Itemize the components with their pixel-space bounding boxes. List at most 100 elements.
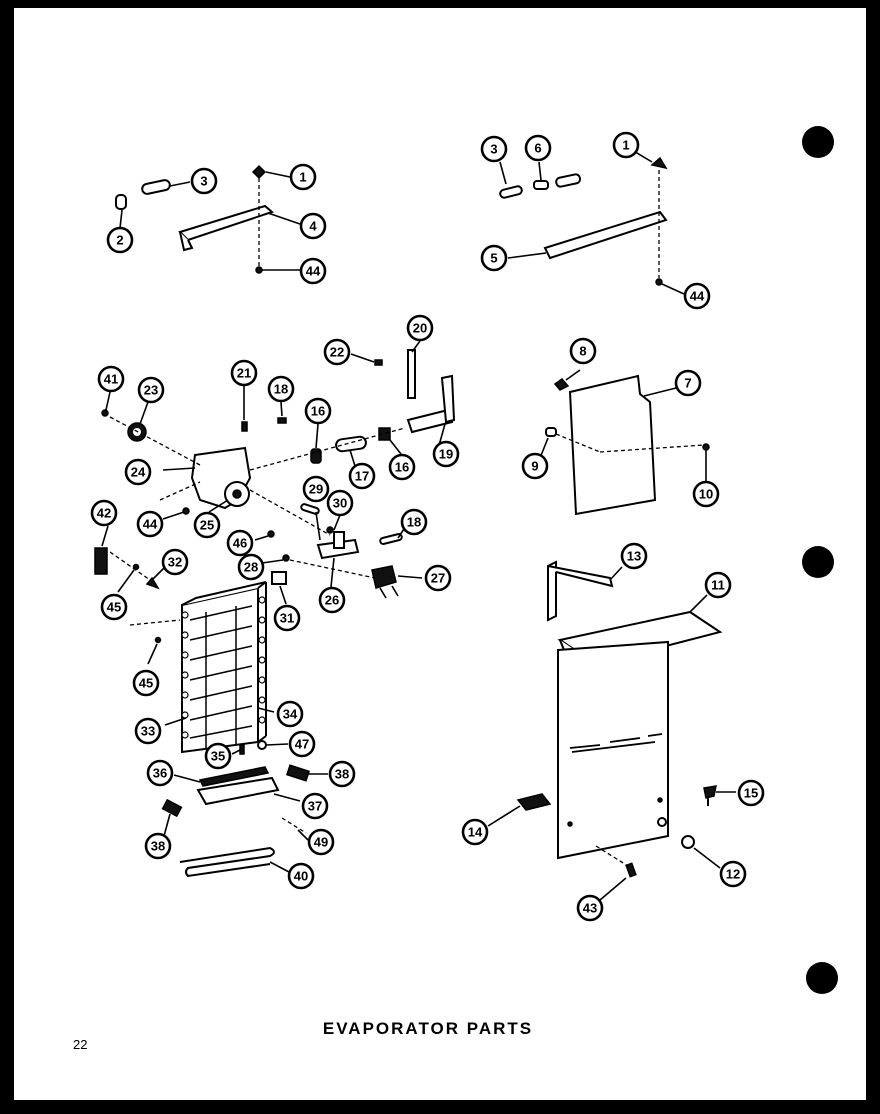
svg-text:15: 15 <box>744 786 758 801</box>
svg-text:23: 23 <box>144 383 158 398</box>
svg-text:8: 8 <box>579 344 586 359</box>
callout-34: 34 <box>276 700 304 728</box>
fan-motor-assembly <box>101 340 456 536</box>
callout-49: 49 <box>307 828 335 856</box>
callout-16: 16 <box>388 453 416 481</box>
svg-text:46: 46 <box>233 536 247 551</box>
svg-text:27: 27 <box>431 571 445 586</box>
callout-3: 3 <box>190 167 218 195</box>
svg-text:44: 44 <box>690 289 705 304</box>
callout-42: 42 <box>90 499 118 527</box>
callout-5: 5 <box>480 244 508 272</box>
callout-16: 16 <box>304 397 332 425</box>
svg-text:49: 49 <box>314 835 328 850</box>
svg-text:10: 10 <box>699 487 713 502</box>
svg-text:7: 7 <box>684 376 691 391</box>
drain-assembly <box>161 740 328 878</box>
svg-text:19: 19 <box>439 447 453 462</box>
callout-46: 46 <box>226 529 254 557</box>
binder-hole <box>802 126 834 158</box>
svg-text:16: 16 <box>311 404 325 419</box>
svg-text:37: 37 <box>308 799 322 814</box>
callout-24: 24 <box>124 458 152 486</box>
svg-text:11: 11 <box>711 578 725 593</box>
binder-hole <box>806 962 838 994</box>
evaporator-coil <box>94 525 275 754</box>
svg-text:5: 5 <box>490 251 497 266</box>
svg-text:42: 42 <box>97 506 111 521</box>
callout-22: 22 <box>323 338 351 366</box>
svg-text:28: 28 <box>244 560 258 575</box>
callout-44: 44 <box>683 282 711 310</box>
page-title: EVAPORATOR PARTS <box>323 1019 533 1038</box>
callout-14: 14 <box>461 818 489 846</box>
callout-38: 38 <box>144 832 172 860</box>
top-left-assembly <box>115 164 301 274</box>
callout-36: 36 <box>146 759 174 787</box>
callout-1: 1 <box>612 131 640 159</box>
callout-8: 8 <box>569 337 597 365</box>
svg-text:12: 12 <box>726 867 740 882</box>
callout-45: 45 <box>100 593 128 621</box>
svg-text:3: 3 <box>490 142 497 157</box>
callout-19: 19 <box>432 440 460 468</box>
svg-text:31: 31 <box>280 611 294 626</box>
callout-28: 28 <box>237 553 265 581</box>
callout-21: 21 <box>230 359 258 387</box>
svg-text:38: 38 <box>151 839 165 854</box>
callout-4: 4 <box>299 212 327 240</box>
callout-9: 9 <box>521 452 549 480</box>
callout-2: 2 <box>106 226 134 254</box>
callout-26: 26 <box>318 586 346 614</box>
callout-33: 33 <box>134 717 162 745</box>
svg-text:36: 36 <box>153 766 167 781</box>
svg-text:18: 18 <box>274 382 288 397</box>
svg-text:34: 34 <box>283 707 298 722</box>
top-right-assembly <box>499 149 685 295</box>
air-duct-assembly <box>487 560 736 901</box>
svg-text:30: 30 <box>333 496 347 511</box>
page-number: 22 <box>73 1037 87 1052</box>
svg-text:44: 44 <box>143 517 158 532</box>
callout-47: 47 <box>288 730 316 758</box>
svg-text:9: 9 <box>531 459 538 474</box>
svg-text:24: 24 <box>131 465 146 480</box>
svg-text:41: 41 <box>104 372 118 387</box>
svg-text:2: 2 <box>116 233 123 248</box>
callout-45: 45 <box>132 669 160 697</box>
svg-text:1: 1 <box>299 170 306 185</box>
svg-text:38: 38 <box>335 767 349 782</box>
callout-1: 1 <box>289 163 317 191</box>
callout-3: 3 <box>480 135 508 163</box>
callout-44: 44 <box>136 510 164 538</box>
callout-30: 30 <box>326 489 354 517</box>
callout-27: 27 <box>424 564 452 592</box>
callout-23: 23 <box>137 376 165 404</box>
svg-text:17: 17 <box>355 469 369 484</box>
svg-text:47: 47 <box>295 737 309 752</box>
callout-41: 41 <box>97 365 125 393</box>
svg-text:20: 20 <box>413 321 427 336</box>
callout-20: 20 <box>406 314 434 342</box>
callout-35: 35 <box>204 742 232 770</box>
callout-10: 10 <box>692 480 720 508</box>
svg-text:45: 45 <box>139 676 153 691</box>
callout-37: 37 <box>301 792 329 820</box>
svg-text:35: 35 <box>211 749 225 764</box>
callout-32: 32 <box>161 548 189 576</box>
binder-hole <box>802 546 834 578</box>
callout-12: 12 <box>719 860 747 888</box>
control-block <box>254 503 423 605</box>
svg-text:18: 18 <box>407 515 421 530</box>
svg-text:1: 1 <box>622 138 629 153</box>
svg-text:4: 4 <box>309 219 317 234</box>
callout-17: 17 <box>348 462 376 490</box>
callout-40: 40 <box>287 862 315 890</box>
svg-text:6: 6 <box>534 141 541 156</box>
svg-text:13: 13 <box>627 549 641 564</box>
svg-text:16: 16 <box>395 460 409 475</box>
callout-15: 15 <box>737 779 765 807</box>
svg-text:29: 29 <box>309 482 323 497</box>
